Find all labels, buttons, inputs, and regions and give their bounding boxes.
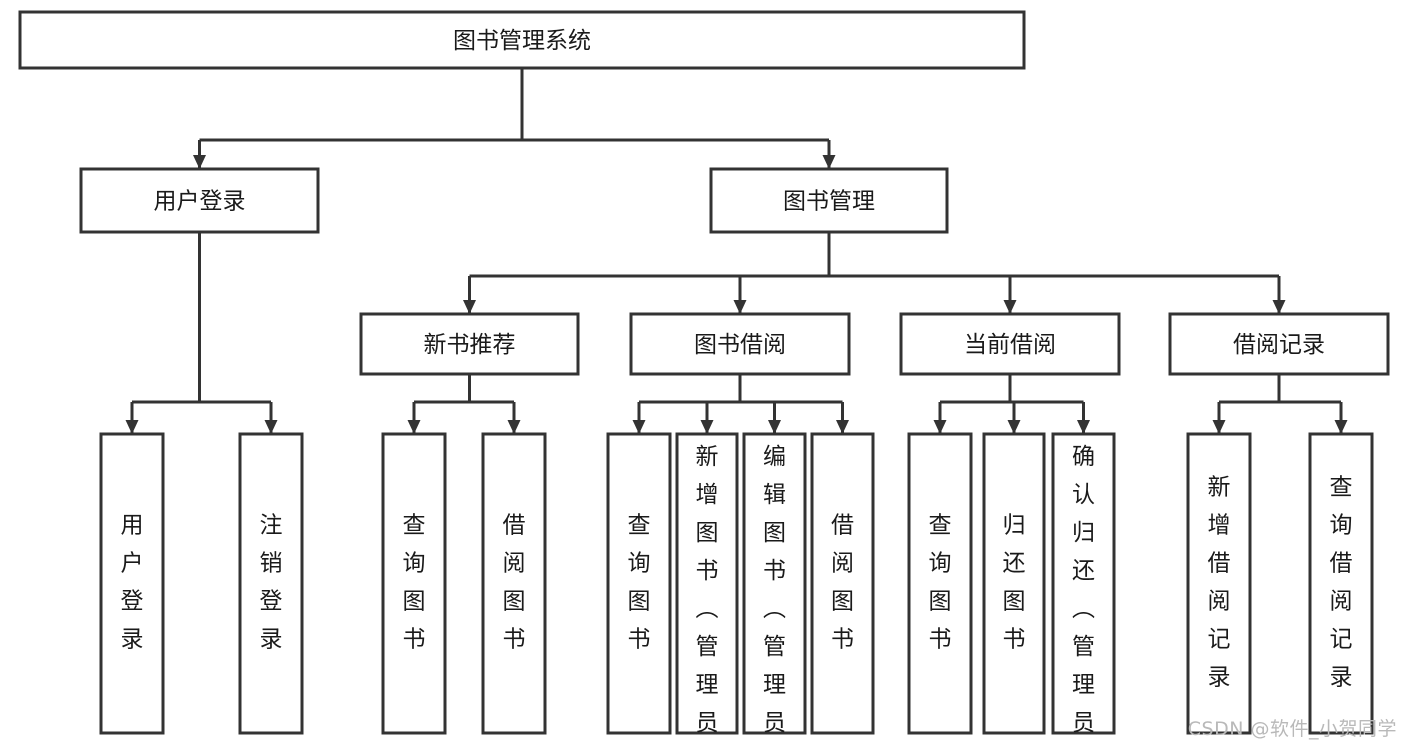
leaf-用户登录-0-label: 用户登录	[121, 513, 144, 653]
leafgrp-当前借阅-child-2-arrow-icon	[1077, 420, 1090, 434]
leafgrp-借阅记录-child-0-arrow-icon	[1212, 420, 1226, 434]
leaf-借阅记录-1-box[interactable]	[1308, 432, 1374, 735]
book-mgmt-child-1-arrow-icon	[733, 300, 747, 314]
leafgrp-当前借阅-child-0-arrow-icon	[933, 420, 947, 434]
leaf-图书借阅-0-label: 查询图书	[628, 513, 651, 653]
leafgrp-图书借阅-child-0-arrow-icon	[632, 420, 646, 434]
leaf-当前借阅-2-label: 确认归还︵管理员︶	[1072, 444, 1095, 747]
root-child-0-arrow-icon	[193, 155, 206, 169]
leafgrp-新书推荐-child-0-arrow-icon	[407, 420, 421, 434]
leaf-图书借阅-3-box[interactable]	[810, 432, 875, 735]
level3-node-0-box[interactable]	[359, 312, 580, 376]
leaf-图书借阅-2-label: 编辑图书︵管理员︶	[763, 444, 786, 747]
leafgrp-用户登录-child-0-arrow-icon	[125, 420, 139, 434]
level3-node-3-label: 借阅记录	[1233, 332, 1325, 358]
leafgrp-图书借阅-child-3-arrow-icon	[836, 420, 849, 434]
leafgrp-图书借阅-child-2-arrow-icon	[768, 420, 781, 434]
leaf-图书借阅-1-label: 新增图书︵管理员︶	[696, 444, 719, 747]
root-child-1-arrow-icon	[822, 155, 836, 169]
leafgrp-新书推荐-child-1-arrow-icon	[507, 420, 521, 434]
leafgrp-图书借阅-child-1-arrow-icon	[700, 420, 714, 434]
leaf-新书推荐-1-box[interactable]	[481, 432, 547, 735]
leaf-新书推荐-0-box[interactable]	[381, 432, 447, 735]
level2-node-0-box[interactable]	[79, 167, 320, 234]
leaf-当前借阅-1-label: 归还图书	[1003, 513, 1026, 653]
leaf-当前借阅-0-box[interactable]	[907, 432, 973, 735]
leaf-用户登录-1-box[interactable]	[238, 432, 304, 735]
leaf-新书推荐-0-label: 查询图书	[403, 513, 426, 653]
level3-node-2-label: 当前借阅	[964, 332, 1056, 358]
leaf-借阅记录-1-label: 查询借阅记录	[1330, 475, 1353, 691]
level3-node-3-box[interactable]	[1168, 312, 1390, 376]
leaf-借阅记录-0-box[interactable]	[1186, 432, 1252, 735]
leaf-借阅记录-0-label: 新增借阅记录	[1208, 475, 1231, 691]
level2-node-1-label: 图书管理	[783, 189, 875, 215]
level2-node-0-label: 用户登录	[154, 189, 246, 215]
level3-node-2-box[interactable]	[899, 312, 1121, 376]
root-node-label: 图书管理系统	[453, 28, 591, 54]
level3-node-1-box[interactable]	[629, 312, 851, 376]
leafgrp-用户登录-child-1-arrow-icon	[264, 420, 278, 434]
book-mgmt-child-2-arrow-icon	[1003, 300, 1017, 314]
leaf-图书借阅-1-box[interactable]	[675, 432, 739, 735]
leaf-当前借阅-2-box[interactable]	[1051, 432, 1116, 735]
level3-node-1-label: 图书借阅	[694, 332, 786, 358]
leaf-用户登录-1-label: 注销登录	[260, 513, 283, 653]
book-mgmt-child-0-arrow-icon	[463, 300, 476, 314]
leaf-当前借阅-1-box[interactable]	[982, 432, 1046, 735]
leafgrp-借阅记录-child-1-arrow-icon	[1334, 420, 1348, 434]
root-node-box[interactable]	[18, 10, 1026, 70]
level3-node-0-label: 新书推荐	[424, 332, 516, 358]
leaf-图书借阅-3-label: 借阅图书	[831, 513, 854, 653]
leaf-图书借阅-0-box[interactable]	[606, 432, 672, 735]
book-mgmt-child-3-arrow-icon	[1272, 300, 1286, 314]
leaf-当前借阅-0-label: 查询图书	[929, 513, 952, 653]
nodes-layer: 图书管理系统用户登录图书管理新书推荐图书借阅当前借阅借阅记录用户登录注销登录查询…	[18, 10, 1390, 747]
connectors-layer	[125, 68, 1348, 434]
level2-node-1-box[interactable]	[709, 167, 949, 234]
leaf-图书借阅-2-box[interactable]	[742, 432, 807, 735]
leafgrp-当前借阅-child-1-arrow-icon	[1007, 420, 1021, 434]
leaf-新书推荐-1-label: 借阅图书	[503, 513, 526, 653]
leaf-用户登录-0-box[interactable]	[99, 432, 165, 735]
